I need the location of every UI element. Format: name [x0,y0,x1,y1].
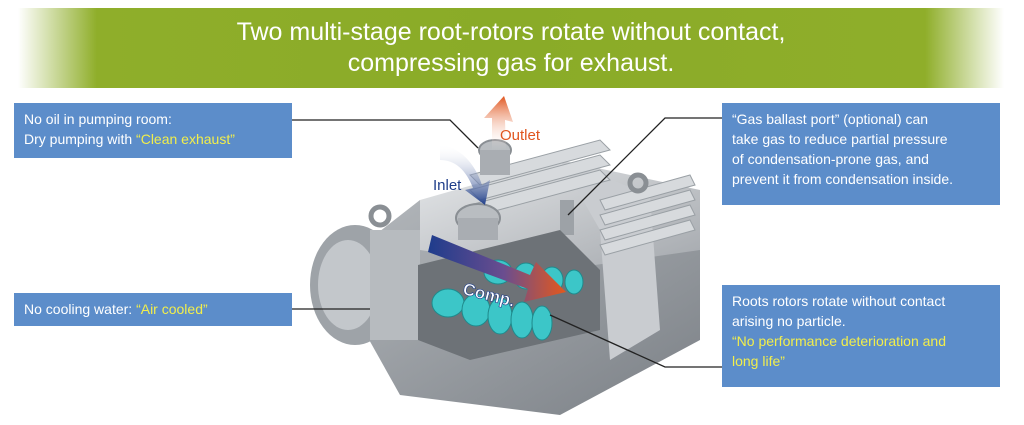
callout-roots-line2: arising no particle. [732,313,846,329]
callout-no-water: No cooling water: “Air cooled” [14,293,292,326]
outlet-label: Outlet [500,127,541,144]
callout-roots-line4: long life” [732,353,785,369]
callout-gas-ballast-line3: of condensation-prone gas, and [732,151,929,167]
banner-title: Two multi-stage root-rotors rotate witho… [237,17,786,79]
callout-gas-ballast-line2: take gas to reduce partial pressure [732,131,948,147]
inlet-label: Inlet [433,177,462,194]
leader-line-no-oil [292,119,479,149]
callout-gas-ballast-line1: “Gas ballast port” (optional) can [732,111,929,127]
title-banner: Two multi-stage root-rotors rotate witho… [18,8,1004,88]
comp-arrow [428,235,566,302]
callout-no-water-highlight: “Air cooled” [136,301,208,317]
banner-title-line2: compressing gas for exhaust. [347,49,675,77]
callout-no-oil-highlight: “Clean exhaust” [136,131,235,147]
callout-no-oil-line2: Dry pumping with “Clean exhaust” [24,129,282,149]
callout-gas-ballast-line4: prevent it from condensation inside. [732,171,954,187]
callout-no-oil-line1: No oil in pumping room: [24,111,172,127]
leader-lines [292,117,722,368]
pump-body [310,139,700,415]
callout-no-water-prefix: No cooling water: [24,301,137,317]
inlet-arrow [440,144,490,205]
leader-line-roots [549,314,722,368]
banner-title-line1: Two multi-stage root-rotors rotate witho… [236,18,786,46]
callout-gas-ballast: “Gas ballast port” (optional) can take g… [722,103,1000,205]
callout-no-oil-prefix: Dry pumping with [24,131,137,147]
callout-roots: Roots rotors rotate without contact aris… [722,285,1000,387]
callout-roots-line3: “No performance deterioration and [732,333,947,349]
outlet-arrow [484,96,513,150]
leader-line-gas-ballast [567,117,722,216]
callout-no-oil: No oil in pumping room: Dry pumping with… [14,103,292,158]
callout-roots-line1: Roots rotors rotate without contact [732,293,946,309]
